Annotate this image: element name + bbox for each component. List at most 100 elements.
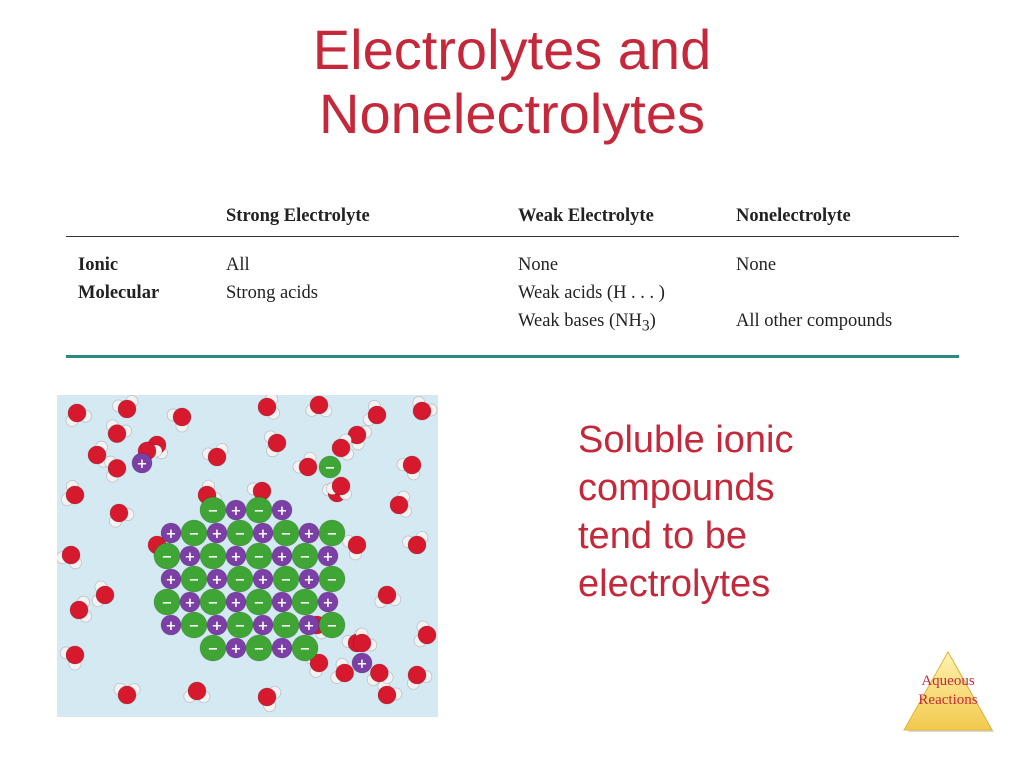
caption-line2: compounds (578, 467, 775, 509)
table-cell: None (736, 255, 777, 275)
ion-charge-label: − (254, 504, 265, 519)
ion-charge-label: + (166, 619, 177, 634)
oxygen-atom (61, 545, 81, 565)
ion-charge-label: − (189, 527, 200, 542)
table-header-nonelectrolyte: Nonelectrolyte (736, 200, 959, 237)
cation-ion (317, 545, 339, 567)
oxygen-atom (95, 585, 115, 605)
anion-ion (291, 634, 319, 662)
table-cell: All other compounds (736, 307, 959, 358)
ion-charge-label: − (281, 573, 292, 588)
table-cell: Weak bases (NH3) (518, 307, 736, 358)
ion-charge-label: − (300, 642, 311, 657)
weak-bases-text: Weak bases (NH (518, 311, 642, 331)
ion-charge-label: + (277, 642, 288, 657)
triangle-icon (903, 650, 994, 732)
table-cell (66, 307, 226, 358)
badge-line1: Aqueous (921, 673, 975, 689)
oxygen-atom (309, 395, 329, 415)
oxygen-atom (298, 457, 318, 477)
oxygen-atom (67, 403, 87, 423)
ion-charge-label: − (254, 550, 265, 565)
cation-ion (271, 499, 293, 521)
ion-charge-label: + (277, 550, 288, 565)
cation-ion (131, 452, 153, 474)
ion-charge-label: + (277, 504, 288, 519)
oxygen-atom (407, 535, 427, 555)
ion-charge-label: − (189, 619, 200, 634)
table-cell: All (226, 255, 250, 275)
ion-charge-label: − (281, 619, 292, 634)
anion-ion (318, 519, 346, 547)
table-cell: Weak acids (H . . . ) (518, 283, 665, 303)
caption: Soluble ionic compounds tend to be elect… (578, 416, 908, 608)
nh3-subscript: 3 (641, 317, 650, 335)
table-header-row: Strong Electrolyte Weak Electrolyte None… (66, 200, 959, 237)
oxygen-atom (257, 397, 277, 417)
ion-charge-label: − (162, 596, 173, 611)
oxygen-atom (335, 663, 355, 683)
caption-line1: Soluble ionic (578, 419, 794, 461)
molecular-scene: +−+−+−++−+−+−+−−+−+−+−++−+−+−+−−+−+−+−++… (57, 395, 438, 713)
ion-charge-label: − (189, 573, 200, 588)
oxygen-atom (117, 685, 137, 705)
table-cell (226, 307, 518, 358)
slide-title-line1: Electrolytes and (312, 18, 712, 81)
ion-charge-label: + (212, 573, 223, 588)
oxygen-atom (117, 399, 137, 419)
ion-charge-label: + (166, 573, 177, 588)
aqueous-reactions-badge: Aqueous Reactions (900, 650, 996, 734)
oxygen-atom (352, 633, 372, 653)
ion-charge-label: + (258, 619, 269, 634)
oxygen-atom (87, 445, 107, 465)
ion-charge-label: − (208, 642, 219, 657)
oxygen-atom (412, 401, 432, 421)
ion-charge-label: + (304, 527, 315, 542)
dissolution-illustration: +−+−+−++−+−+−+−−+−+−+−++−+−+−+−−+−+−+−++… (57, 395, 438, 717)
oxygen-atom (257, 687, 277, 707)
ion-charge-label: + (304, 573, 315, 588)
oxygen-atom (389, 495, 409, 515)
oxygen-atom (347, 535, 367, 555)
oxygen-atom (107, 458, 127, 478)
ion-charge-label: − (300, 550, 311, 565)
ion-charge-label: − (300, 596, 311, 611)
oxygen-atom (377, 685, 397, 705)
ion-charge-label: + (137, 457, 148, 472)
ion-charge-label: − (208, 550, 219, 565)
oxygen-atom (207, 447, 227, 467)
ion-charge-label: − (208, 504, 219, 519)
oxygen-atom (109, 503, 129, 523)
ion-charge-label: + (185, 596, 196, 611)
slide-title-line2: Nonelectrolytes (319, 82, 705, 145)
ion-charge-label: − (162, 550, 173, 565)
oxygen-atom (69, 600, 89, 620)
ion-charge-label: + (323, 550, 334, 565)
cation-ion (351, 652, 373, 674)
table-row: Weak bases (NH3) All other compounds (66, 307, 959, 358)
ion-charge-label: − (235, 619, 246, 634)
ion-charge-label: + (231, 504, 242, 519)
ion-charge-label: + (185, 550, 196, 565)
ion-charge-label: − (327, 573, 338, 588)
table-cell: None (518, 255, 559, 275)
electrolyte-table: Strong Electrolyte Weak Electrolyte None… (66, 200, 959, 358)
oxygen-atom (172, 407, 192, 427)
oxygen-atom (309, 653, 329, 673)
ion-charge-label: + (357, 657, 368, 672)
oxygen-atom (369, 663, 389, 683)
oxygen-atom (331, 476, 351, 496)
oxygen-atom (187, 681, 207, 701)
ion-charge-label: + (304, 619, 315, 634)
table-header-weak: Weak Electrolyte (518, 200, 736, 237)
cation-ion (317, 591, 339, 613)
anion-ion (318, 455, 342, 479)
oxygen-atom (377, 585, 397, 605)
anion-ion (318, 565, 346, 593)
ion-charge-label: + (231, 550, 242, 565)
table-row: Molecular Strong acids Weak acids (H . .… (66, 279, 959, 307)
oxygen-atom (331, 438, 351, 458)
caption-line4: electrolytes (578, 563, 771, 605)
oxygen-atom (65, 645, 85, 665)
badge-line2: Reactions (918, 692, 978, 708)
